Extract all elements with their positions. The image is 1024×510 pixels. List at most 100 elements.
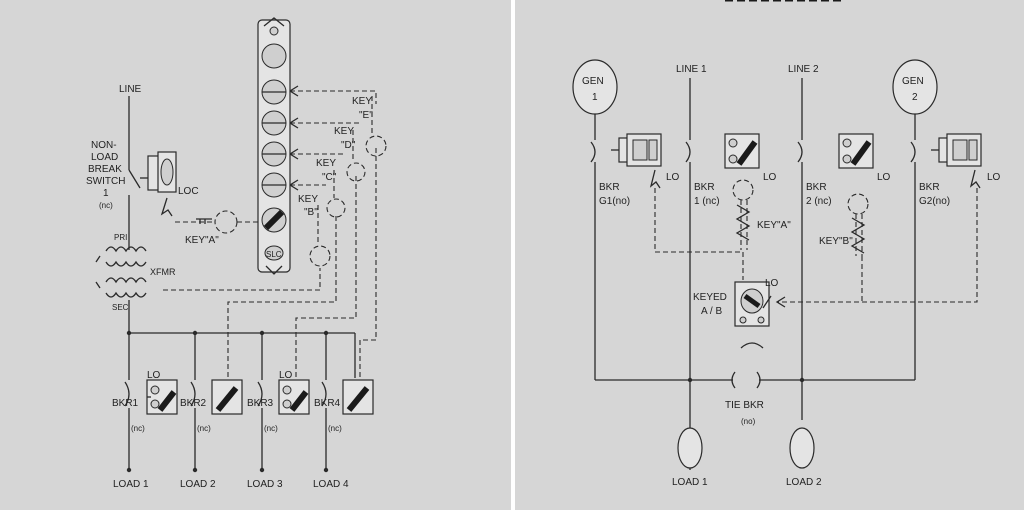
key-d-icon: [346, 130, 366, 182]
load-1-icon: [677, 427, 703, 469]
switch-label-5: 1: [103, 188, 109, 199]
bkr-g1-lo-label: LO: [666, 172, 680, 183]
line-2-label: LINE 2: [788, 64, 819, 75]
key-d-label-2: "D": [341, 140, 356, 151]
gen-1-label-2: 1: [592, 92, 598, 103]
key-a-label: KEY"A": [185, 235, 219, 246]
gen-1-label-1: GEN: [582, 76, 604, 87]
right-schematic: GEN 1 GEN 2 LINE 1 LINE 2 LO LO LO LO LO…: [572, 0, 1001, 488]
key-c-label-1: KEY: [316, 158, 336, 169]
bkr3-nc-label: (nc): [264, 424, 278, 433]
key-a-icon: [175, 210, 238, 234]
bkr3-label: BKR3: [247, 398, 274, 409]
keyed-arrowhead: [775, 296, 786, 308]
switch-label-4: SWITCH: [86, 176, 125, 187]
bkr-2-lo-label: LO: [877, 172, 891, 183]
bkr-1-contact: [685, 141, 691, 163]
load-1-label: LOAD 1: [113, 479, 149, 490]
left-diagram-panel: LINE NON- LOAD BREAK SWITCH 1 (nc) LOC K…: [0, 0, 511, 510]
bkr-1-lock-icon: [724, 133, 760, 169]
key-a-icon: [732, 179, 754, 250]
bkr-2-lock-icon: [838, 133, 874, 169]
tie-breaker-icon: [731, 371, 761, 389]
bkr-g2-label-2: G2(no): [919, 196, 950, 207]
switch-label-1: NON-: [91, 140, 117, 151]
g2-key-path: [777, 188, 978, 303]
bkr-g2-label-1: BKR: [919, 182, 940, 193]
key-arrowheads: [288, 85, 299, 191]
feeder-4: [321, 330, 374, 473]
bkr-g2-lock-icon: [931, 133, 982, 189]
bkr-2-contact: [797, 141, 803, 163]
bkr-g2-lo-label: LO: [987, 172, 1001, 183]
load-2-label: LOAD 2: [786, 477, 822, 488]
switch-label-2: LOAD: [91, 152, 118, 163]
bkr3-lo-label: LO: [279, 370, 293, 381]
tie-bkr-label: TIE BKR: [725, 400, 764, 411]
gen-1-icon: [572, 59, 618, 115]
bkr-g1-lock-icon: [611, 133, 662, 189]
key-c-path: [227, 214, 337, 385]
right-diagram-panel: GEN 1 GEN 2 LINE 1 LINE 2 LO LO LO LO LO…: [515, 0, 1024, 510]
load-2-label: LOAD 2: [180, 479, 216, 490]
feeder-3: [257, 330, 310, 473]
bkr2-label: BKR2: [180, 398, 207, 409]
bkr1-label: BKR1: [112, 398, 139, 409]
key-d-label-1: KEY: [334, 126, 354, 137]
bkr4-nc-label: (nc): [328, 424, 342, 433]
bkr1-nc-label: (nc): [131, 424, 145, 433]
g1-key-path: [654, 188, 743, 253]
keyed-contact: [740, 342, 764, 349]
tie-node-1: [687, 377, 693, 383]
pri-label: PRI: [114, 233, 127, 242]
key-c-label-2: "C": [322, 172, 337, 183]
gen-2-icon: [892, 59, 938, 115]
feeder-2: [190, 330, 243, 473]
bkr-1-label-2: 1 (nc): [694, 196, 720, 207]
key-e-icon: [365, 96, 387, 157]
sec-label: SEC: [112, 303, 129, 312]
key-b-icon: [309, 205, 331, 267]
load-1-label: LOAD 1: [672, 477, 708, 488]
key-b-label-1: KEY: [298, 194, 318, 205]
bkr-2-label-1: BKR: [806, 182, 827, 193]
bkr-g1-label-1: BKR: [599, 182, 620, 193]
gen-2-label-1: GEN: [902, 76, 924, 87]
switch-lock-icon: [140, 151, 177, 217]
key-e-label-2: "E": [359, 110, 373, 121]
key-b-label-2: "B": [304, 207, 318, 218]
keyed-label-2: A / B: [701, 306, 722, 317]
keyed-ab-lock-icon: [734, 281, 772, 327]
line-label: LINE: [119, 84, 142, 95]
load-2-icon: [789, 427, 815, 469]
bkr-g1-label-2: G1(no): [599, 196, 630, 207]
switch-label-3: BREAK: [88, 164, 122, 175]
bkr4-label: BKR4: [314, 398, 341, 409]
key-e-path: [359, 148, 377, 385]
key-c-icon: [326, 170, 346, 218]
bkr-1-lo-label: LO: [763, 172, 777, 183]
tie-bkr-no-label: (no): [741, 417, 756, 426]
bkr2-nc-label: (nc): [197, 424, 211, 433]
key-e-label-1: KEY: [352, 96, 372, 107]
loc-label: LOC: [178, 186, 199, 197]
bkr-g1-contact: [590, 141, 596, 163]
key-b-label: KEY"B": [819, 236, 853, 247]
key-b-path: [163, 268, 321, 291]
bkr-2-label-2: 2 (nc): [806, 196, 832, 207]
xfmr-label: XFMR: [150, 267, 176, 277]
load-3-label: LOAD 3: [247, 479, 283, 490]
keyed-lo-label: LO: [765, 278, 779, 289]
feeder-1: [124, 330, 178, 473]
tie-node-2: [799, 377, 805, 383]
key-b-icon: [847, 193, 869, 256]
load-4-label: LOAD 4: [313, 479, 349, 490]
gen-2-label-2: 2: [912, 92, 918, 103]
slc-label: SLC: [266, 250, 282, 259]
line-1-label: LINE 1: [676, 64, 707, 75]
key-a-label: KEY"A": [757, 220, 791, 231]
bkr-g2-contact: [910, 141, 916, 163]
key-top-path: [290, 90, 377, 104]
keyed-label-1: KEYED: [693, 292, 727, 303]
